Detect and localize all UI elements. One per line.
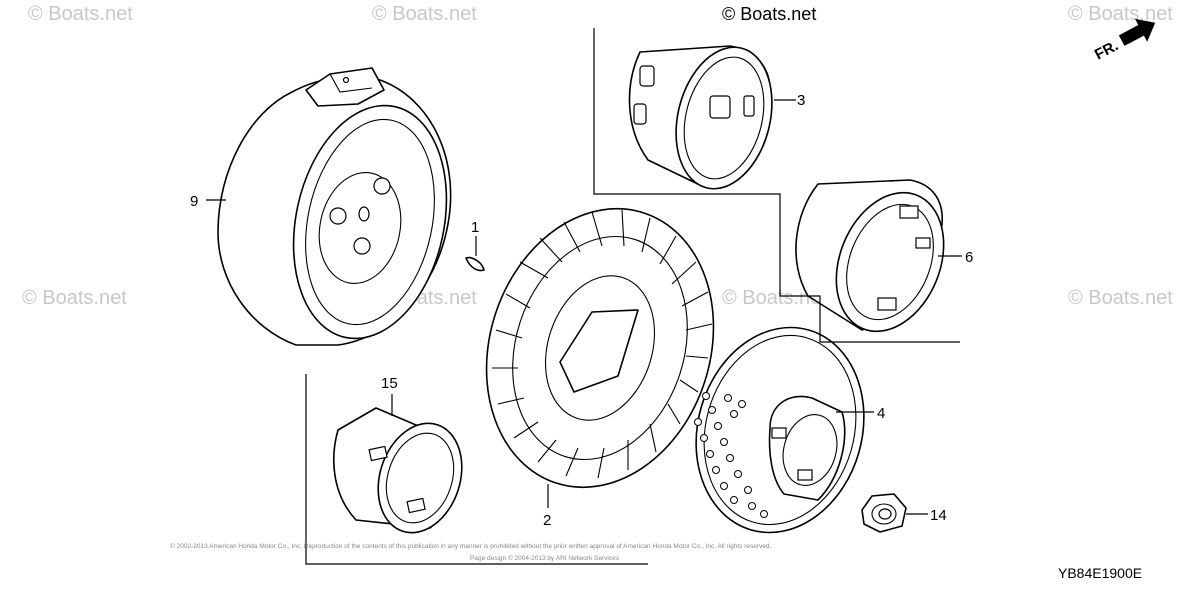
front-indicator-label: FR. — [1092, 37, 1121, 63]
diagram-code: YB84E1900E — [1058, 565, 1142, 581]
callout-9: 9 — [190, 193, 198, 210]
callout-15: 15 — [381, 375, 398, 392]
callout-6: 6 — [965, 249, 973, 266]
watermark-text: © Boats.net — [1068, 3, 1173, 25]
part-2-cooling-fan — [485, 207, 715, 489]
callout-1: 1 — [471, 219, 479, 236]
front-arrow-icon — [1118, 18, 1156, 46]
watermark-text: © Boats.net — [1068, 287, 1173, 309]
watermark-text: © Boats.net — [22, 287, 127, 309]
leader-lines — [206, 28, 962, 565]
copyright-line: © 2002-2013 American Honda Motor Co., In… — [170, 542, 771, 550]
callouts: 9 1 3 6 4 15 2 14 — [190, 92, 973, 529]
copyright-line: Page design © 2004-2013 by ARI Network S… — [470, 554, 620, 562]
watermark-text: © Boats.net — [722, 287, 827, 309]
part-9-flywheel — [217, 67, 452, 346]
callout-3: 4 — [877, 405, 885, 422]
part-15-collar — [333, 407, 463, 534]
part-6-starter-cup — [795, 179, 945, 333]
part-1-key — [465, 256, 485, 272]
watermark-text: © Boats.net — [28, 3, 133, 25]
part-14-flange-nut — [861, 493, 907, 533]
watermark-text: © Boats.net — [372, 3, 477, 25]
part-4-starter-pulley — [628, 45, 773, 190]
callout-4: 3 — [797, 92, 805, 109]
callout-2: 2 — [543, 512, 551, 529]
part-3-pulley-cover — [694, 326, 865, 534]
brand-watermark: © Boats.net — [722, 4, 816, 24]
callout-14: 14 — [930, 507, 947, 524]
watermark-layer: © Boats.net © Boats.net © Boats.net © Bo… — [22, 3, 1173, 309]
